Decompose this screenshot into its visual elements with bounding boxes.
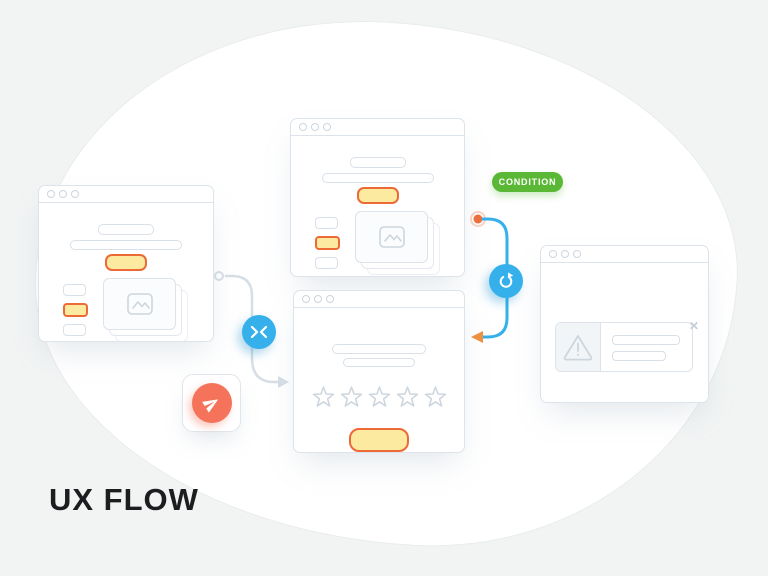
image-card [103,278,176,330]
close-icon[interactable]: ✕ [689,319,700,333]
condition-badge[interactable]: CONDITION [492,172,563,192]
window-dot-icon [311,123,319,131]
window-dot-icon [299,123,307,131]
wireframe-window-top-center [290,118,465,277]
text-placeholder [70,240,182,250]
nav-pill[interactable] [63,284,86,296]
window-titlebar [39,186,213,203]
send-action-card[interactable] [182,374,241,432]
image-placeholder-icon [378,226,405,248]
window-titlebar [294,291,464,308]
window-content: ✕ [541,264,708,402]
page-title: UX FLOW [49,482,199,517]
image-placeholder-icon [126,293,153,315]
text-placeholder [612,351,666,361]
wireframe-window-rating [293,290,465,453]
image-card-stack [355,211,440,275]
heading-placeholder [98,224,154,235]
submit-button-placeholder[interactable] [349,428,409,452]
window-content [294,309,464,452]
image-card [355,211,428,263]
window-dot-icon [561,250,569,258]
text-placeholder [612,335,680,345]
loop-node[interactable] [489,264,523,298]
window-dot-icon [314,295,322,303]
image-card-stack [103,278,188,342]
window-dot-icon [326,295,334,303]
window-dot-icon [573,250,581,258]
primary-button-placeholder[interactable] [105,254,147,271]
window-dot-icon [549,250,557,258]
star-rating [294,385,464,408]
window-dot-icon [302,295,310,303]
star-icon[interactable] [424,385,447,408]
nav-pill[interactable] [315,257,338,269]
warning-dialog [555,322,693,372]
wireframe-window-alert: ✕ [540,245,709,403]
heading-placeholder [349,157,406,168]
warning-dialog-icon-cell [556,323,601,371]
star-icon[interactable] [312,385,335,408]
star-icon[interactable] [368,385,391,408]
star-icon[interactable] [396,385,419,408]
loop-icon [499,272,514,288]
nav-pill[interactable] [315,217,338,229]
wireframe-window-top-left [38,185,214,342]
nav-pill-group [315,217,340,276]
merge-icon [250,325,268,339]
window-content [291,137,464,276]
text-placeholder [321,173,434,183]
window-dot-icon [47,190,55,198]
primary-button-placeholder[interactable] [356,187,399,204]
text-placeholder [332,344,426,354]
window-dot-icon [59,190,67,198]
nav-pill-highlighted[interactable] [315,236,340,250]
window-content [39,204,213,343]
send-icon [202,398,219,413]
nav-pill[interactable] [63,324,86,336]
warning-dialog-text-cell [601,323,692,371]
text-placeholder [343,358,415,367]
window-titlebar [541,246,708,263]
window-dot-icon [71,190,79,198]
send-button[interactable] [191,383,232,423]
window-dot-icon [323,123,331,131]
nav-pill-highlighted[interactable] [63,303,88,317]
window-titlebar [291,119,464,136]
star-icon[interactable] [340,385,363,408]
nav-pill-group [63,284,88,343]
warning-icon [563,335,593,361]
merge-node[interactable] [242,315,276,349]
